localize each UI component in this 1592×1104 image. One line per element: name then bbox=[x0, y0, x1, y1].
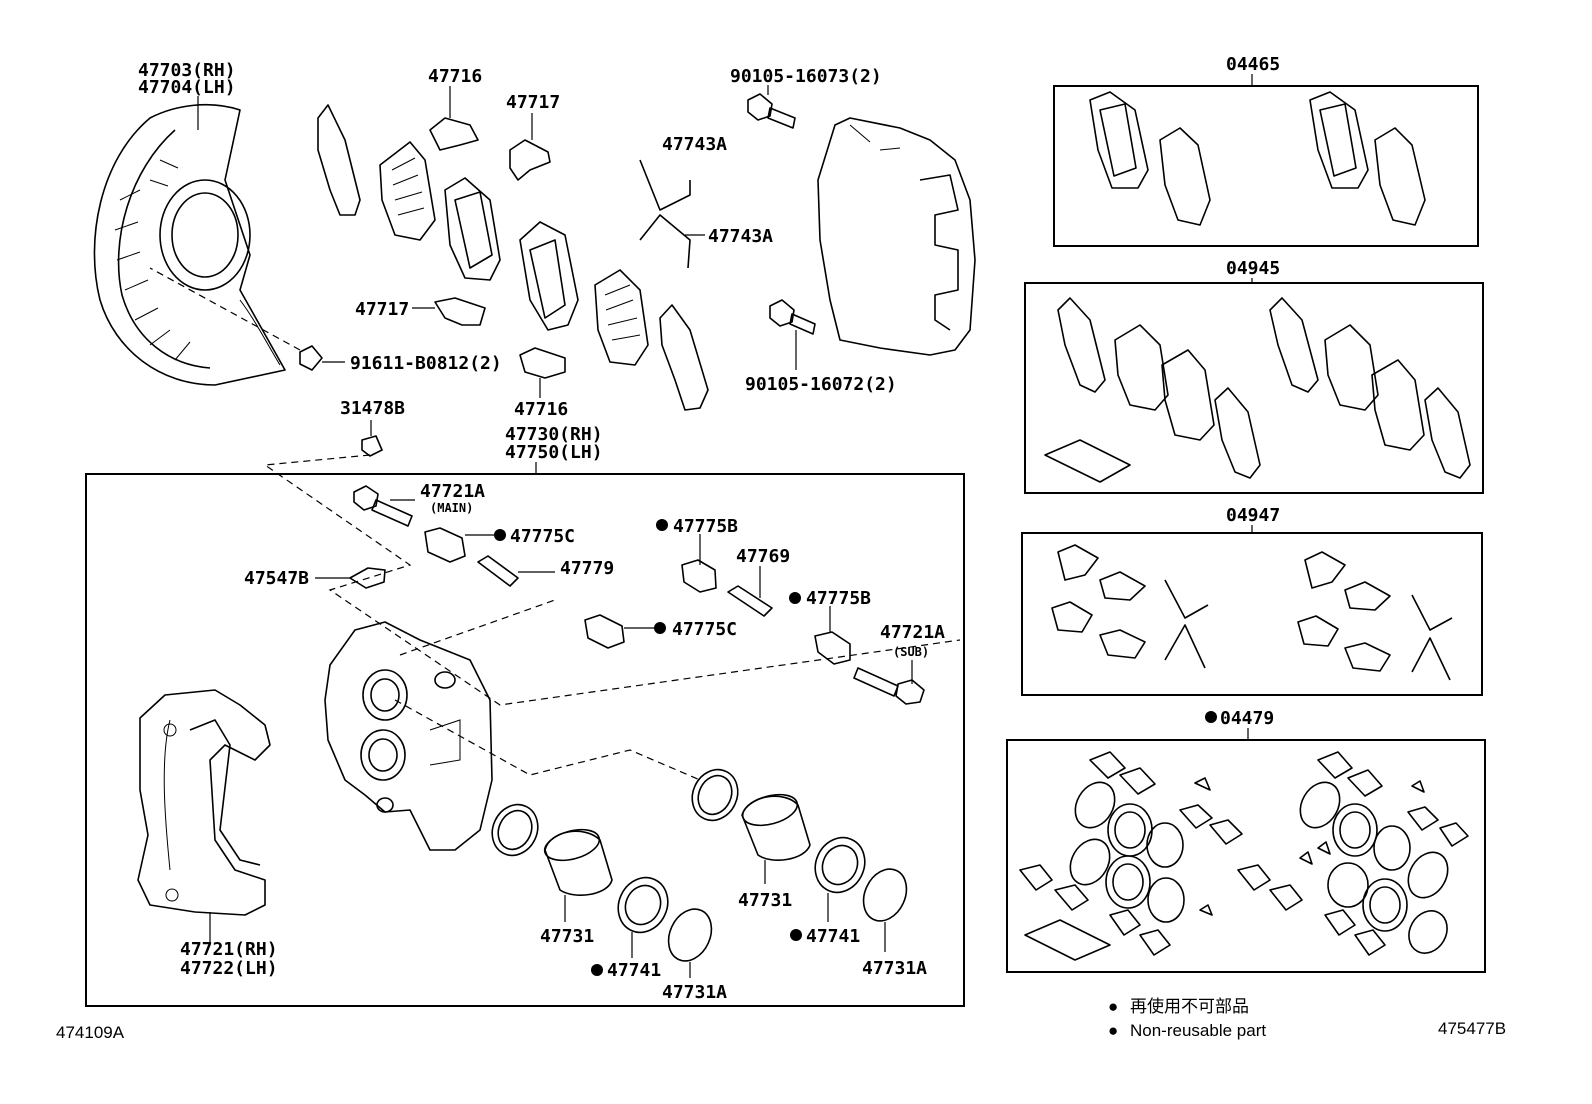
piston-left-label: 47731 bbox=[540, 926, 594, 947]
anti-rattle-spring-mid[interactable] bbox=[639, 214, 691, 269]
bolt-91611-label: 91611-B0812(2) bbox=[350, 353, 502, 374]
caliper-assy-label-lh: 47750(LH) bbox=[505, 442, 603, 463]
caliper-mounting[interactable] bbox=[137, 689, 271, 916]
boot-47775b-1-label: 47775B bbox=[673, 516, 738, 537]
kit-04945-box bbox=[1024, 282, 1484, 494]
diagram-code-right: 475477B bbox=[1438, 1019, 1506, 1038]
clip-47716-bottom[interactable] bbox=[519, 347, 566, 398]
bolt-90105-16073[interactable] bbox=[747, 93, 796, 129]
boot-47775c-top-label: 47775C bbox=[510, 526, 575, 547]
pin-main-label: 47721A bbox=[420, 481, 485, 502]
pin-sub-label: 47721A bbox=[880, 622, 945, 643]
piston-left[interactable] bbox=[541, 824, 613, 896]
boot-47775b-1[interactable] bbox=[681, 559, 717, 593]
kit-04479-seals[interactable] bbox=[1019, 751, 1469, 961]
diagram-code-left: 474109A bbox=[56, 1023, 125, 1042]
boot-47775b-2[interactable] bbox=[814, 631, 851, 665]
boot-47775c-lower[interactable] bbox=[584, 614, 625, 649]
mounting-label-lh: 47722(LH) bbox=[180, 958, 278, 979]
dust-boot-left[interactable] bbox=[609, 869, 676, 940]
slide-pin-sub[interactable] bbox=[853, 667, 925, 705]
boot-47775b-2-label: 47775B bbox=[806, 588, 871, 609]
caliper-body[interactable] bbox=[324, 599, 701, 851]
caliper-assy-label-rh: 47730(RH) bbox=[505, 424, 603, 445]
pin-sub-note: (SUB) bbox=[893, 645, 929, 659]
legend-text-en: Non-reusable part bbox=[1130, 1021, 1266, 1040]
kit-04465-label: 04465 bbox=[1226, 54, 1280, 75]
kit-04465-pads[interactable] bbox=[1089, 91, 1426, 226]
dust-boot-right[interactable] bbox=[806, 829, 873, 900]
anti-squeal-shim-inner[interactable] bbox=[659, 304, 709, 411]
seal-right-label: 47741 bbox=[806, 926, 860, 947]
clip-47716-top[interactable] bbox=[429, 86, 479, 151]
cap-31478b[interactable] bbox=[361, 435, 383, 457]
ring-right[interactable] bbox=[855, 862, 914, 928]
seal-left-label: 47741 bbox=[607, 960, 661, 981]
sleeve-47769[interactable] bbox=[727, 585, 773, 617]
kit-04945-label: 04945 bbox=[1226, 258, 1280, 279]
spring-47743a-mid-label: 47743A bbox=[708, 226, 773, 247]
kit-04947-label: 04947 bbox=[1226, 505, 1280, 526]
brake-pad-2[interactable] bbox=[519, 221, 579, 331]
piston-seal-right[interactable] bbox=[684, 762, 746, 828]
spring-47743a-top-label: 47743A bbox=[662, 134, 727, 155]
kit-04947-box bbox=[1021, 532, 1483, 696]
kit-04479-box bbox=[1006, 739, 1486, 973]
clip-47716-bottom-label: 47716 bbox=[514, 399, 568, 420]
legend-bullet-jp: ● bbox=[1108, 997, 1118, 1016]
clip-47717-mid[interactable] bbox=[434, 297, 486, 326]
boot-47775c-lower-label: 47775C bbox=[672, 619, 737, 640]
mounting-label-rh: 47721(RH) bbox=[180, 939, 278, 960]
bleeder-47547b-label: 47547B bbox=[244, 568, 309, 589]
caliper-body-top[interactable] bbox=[817, 117, 976, 356]
kit-04945-shims[interactable] bbox=[1044, 297, 1471, 483]
anti-squeal-shim-outer[interactable] bbox=[317, 104, 361, 216]
clip-47716-top-label: 47716 bbox=[428, 66, 482, 87]
caliper-assy-box bbox=[85, 473, 965, 1007]
boot-47775c-top[interactable] bbox=[424, 527, 466, 563]
bolt-91611[interactable] bbox=[149, 267, 323, 371]
bolt-90105-16072-label: 90105-16072(2) bbox=[745, 374, 897, 395]
clip-47717-mid-label: 47717 bbox=[355, 299, 409, 320]
kit-04947-clips[interactable] bbox=[1051, 544, 1453, 681]
clip-47717-top[interactable] bbox=[509, 113, 551, 181]
dust-shield[interactable] bbox=[93, 103, 286, 386]
ring-left-label: 47731A bbox=[662, 982, 727, 1003]
bolt-90105-16072[interactable] bbox=[769, 299, 816, 335]
ring-left[interactable] bbox=[660, 902, 719, 968]
pin-main-note: (MAIN) bbox=[430, 501, 473, 515]
bolt-90105-16073-label: 90105-16073(2) bbox=[730, 66, 882, 87]
sleeve-47779-label: 47779 bbox=[560, 558, 614, 579]
clip-47717-top-label: 47717 bbox=[506, 92, 560, 113]
piston-right-label: 47731 bbox=[738, 890, 792, 911]
kit-04465-box bbox=[1053, 85, 1479, 247]
piston-right[interactable] bbox=[739, 789, 811, 861]
shield-label-rh: 47703(RH) bbox=[138, 60, 236, 81]
anti-rattle-spring-top[interactable] bbox=[639, 159, 691, 211]
brake-pad-outer-shim[interactable] bbox=[379, 141, 436, 241]
sleeve-47769-label: 47769 bbox=[736, 546, 790, 567]
ring-right-label: 47731A bbox=[862, 958, 927, 979]
cap-31478b-label: 31478B bbox=[340, 398, 405, 419]
sleeve-47779[interactable] bbox=[477, 555, 519, 587]
legend-text-jp: 再使用不可部品 bbox=[1130, 996, 1249, 1016]
bleeder-47547b[interactable] bbox=[349, 567, 386, 589]
brake-pad-inner-shim[interactable] bbox=[594, 269, 649, 366]
brake-pad-1[interactable] bbox=[444, 177, 501, 281]
slide-pin-main[interactable] bbox=[353, 485, 413, 527]
kit-04479-label: 04479 bbox=[1220, 708, 1274, 729]
piston-seal-left[interactable] bbox=[484, 797, 546, 863]
shield-label-lh: 47704(LH) bbox=[138, 77, 236, 98]
legend-bullet-en: ● bbox=[1108, 1021, 1118, 1040]
